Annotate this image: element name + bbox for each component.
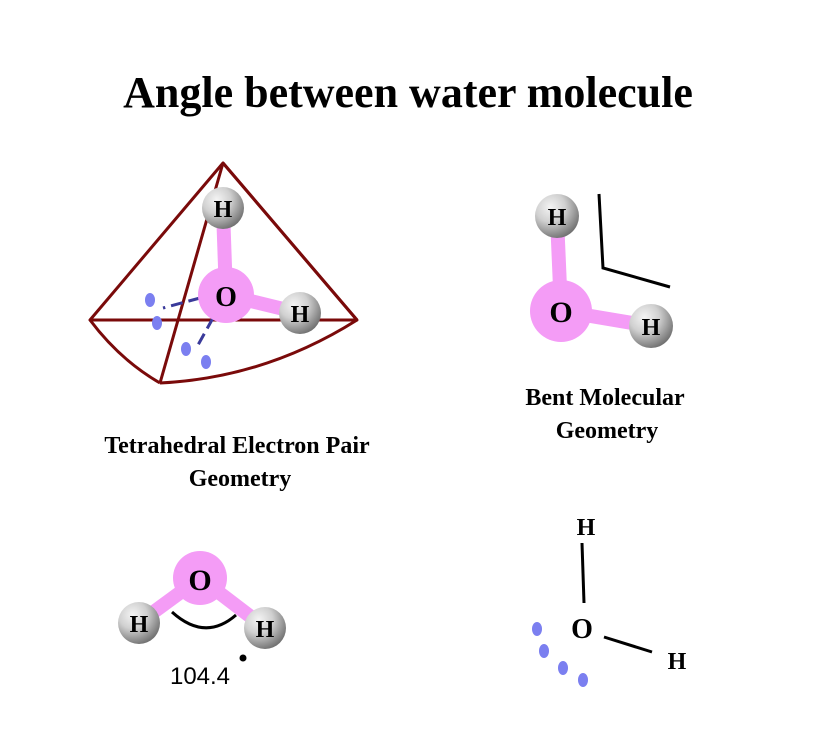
oxygen-label: O — [571, 614, 593, 645]
oxygen-label: O — [549, 296, 572, 329]
lone-pair-dot — [201, 355, 211, 369]
hydrogen-atom — [118, 602, 160, 644]
hydrogen-atom — [279, 292, 321, 334]
lone-pair-dot — [558, 661, 568, 675]
oxygen-label: O — [215, 282, 237, 313]
bent-panel: O H H Bent Molecular Geometry — [525, 193, 685, 444]
page-title: Angle between water molecule — [123, 68, 693, 117]
hydrogen-atom — [244, 607, 286, 649]
lewis-panel: H O H — [532, 515, 687, 687]
degree-dot — [239, 654, 247, 662]
lone-pair-dot — [578, 673, 588, 687]
lone-pair-dot — [181, 342, 191, 356]
tetrahedral-caption-line1: Tetrahedral Electron Pair — [104, 433, 370, 459]
lone-pair-bond — [196, 317, 215, 346]
hydrogen-label: H — [577, 515, 596, 541]
hydrogen-label: H — [642, 315, 661, 341]
lone-pair-dot — [532, 622, 542, 636]
angle-value: 104.4 — [170, 663, 230, 690]
hydrogen-atom — [202, 187, 244, 229]
oxygen-atom — [173, 551, 227, 605]
oxygen-atom — [198, 267, 254, 323]
lone-pair-dot — [152, 316, 162, 330]
hydrogen-atom — [535, 194, 579, 238]
angle-panel: O H H 104.4 — [118, 551, 286, 690]
bent-caption-line2: Geometry — [556, 418, 659, 444]
hydrogen-atom — [629, 304, 673, 348]
oxygen-atom — [530, 280, 592, 342]
hydrogen-label: H — [256, 617, 275, 643]
hydrogen-label: H — [668, 649, 687, 675]
angle-marker — [597, 193, 671, 289]
hydrogen-label: H — [130, 612, 149, 638]
tetrahedral-caption-line2: Geometry — [189, 466, 292, 492]
tetrahedral-panel: O H H Tetrahedral Electron Pair Geometry — [88, 161, 370, 492]
lone-pair-bond — [162, 296, 201, 310]
hydrogen-label: H — [548, 205, 567, 231]
hydrogen-label: H — [291, 302, 310, 328]
bond-o-h-right — [603, 635, 653, 654]
hydrogen-label: H — [214, 197, 233, 223]
oxygen-label: O — [188, 564, 211, 597]
angle-arc — [170, 610, 237, 630]
lone-pair-dot — [145, 293, 155, 307]
bond-o-h-top — [580, 542, 586, 604]
lone-pair-dot — [539, 644, 549, 658]
bent-caption-line1: Bent Molecular — [525, 385, 685, 411]
